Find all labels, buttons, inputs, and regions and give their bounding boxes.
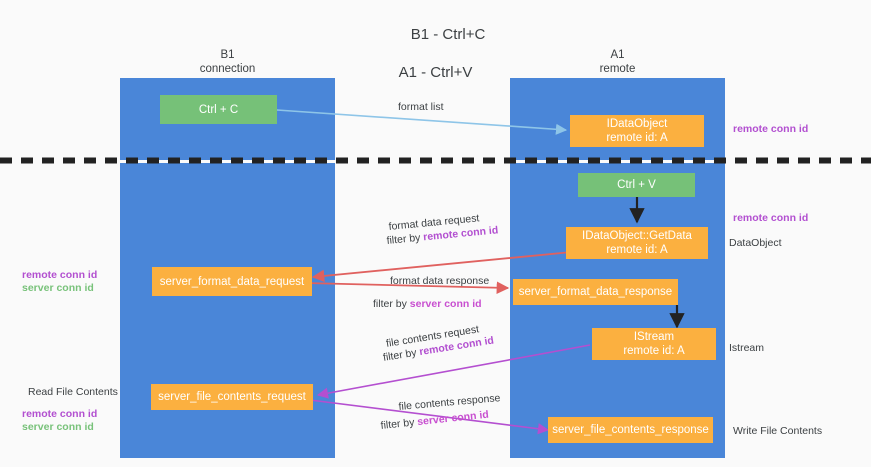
- page-title: B1 - Ctrl+C A1 - Ctrl+V: [0, 6, 871, 120]
- column-header-b1: B1 connection: [120, 48, 335, 76]
- node-idataobject-getdata-label: IDataObject::GetData: [582, 230, 692, 242]
- edge-file-contents-request: [316, 344, 591, 399]
- annotation-left-read-file-contents: Read File Contents: [28, 386, 118, 398]
- node-idataobject-label: IDataObject: [606, 118, 668, 130]
- node-server-file-contents-response-label: server_file_contents_response: [552, 424, 709, 436]
- edge-format-data-request: [311, 251, 573, 283]
- lane-a1-bottom: [510, 163, 725, 458]
- edge-label-format-data-response-text: format data response: [390, 275, 490, 287]
- filter-prefix: filter by: [373, 298, 410, 310]
- edge-label-file-contents-response-filter: filter by server conn id: [380, 408, 489, 433]
- node-server-format-data-response[interactable]: server_format_data_response: [513, 279, 678, 305]
- filter-key-server-conn-id: server conn id: [409, 298, 482, 310]
- annotation-left-server-conn-id-2: server conn id: [22, 421, 94, 433]
- title-line-1: B1 - Ctrl+C: [410, 26, 486, 43]
- filter-key-server-conn-id: server conn id: [416, 408, 490, 429]
- node-ctrl-c-label: Ctrl + C: [198, 103, 239, 116]
- node-server-file-contents-request-label: server_file_contents_request: [158, 391, 306, 403]
- column-header-a1: A1 remote: [510, 48, 725, 76]
- annotation-right-remote-conn-id-1: remote conn id: [733, 123, 809, 135]
- edge-label-format-data-response-filter: filter by server conn id: [373, 297, 482, 311]
- node-ctrl-v[interactable]: Ctrl + V: [578, 173, 695, 197]
- annotation-right-istream: Istream: [729, 342, 765, 354]
- node-idataobject-getdata-sublabel: remote id: A: [606, 244, 668, 256]
- annotation-left-remote-conn-id-2: remote conn id: [22, 408, 98, 420]
- annotation-left-server-conn-id-1: server conn id: [22, 282, 94, 294]
- node-istream-label: IStream: [633, 331, 675, 343]
- edge-label-format-list-text: format list: [398, 101, 444, 113]
- annotation-right-remote-conn-id-2: remote conn id: [733, 212, 809, 224]
- node-istream[interactable]: IStream remote id: A: [592, 328, 716, 360]
- filter-prefix: filter by: [386, 231, 424, 247]
- annotation-right-dataobject: DataObject: [729, 237, 782, 249]
- edge-label-format-list: format list: [398, 100, 444, 114]
- column-header-a1-name: A1: [610, 49, 625, 61]
- node-server-format-data-response-label: server_format_data_response: [518, 286, 673, 298]
- node-server-format-data-request-label: server_format_data_request: [159, 275, 305, 288]
- edge-label-format-data-response: format data response: [390, 274, 489, 288]
- node-server-file-contents-request[interactable]: server_file_contents_request: [151, 384, 313, 410]
- title-line-2: A1 - Ctrl+V: [398, 64, 473, 81]
- edge-file-contents-response: [309, 399, 550, 435]
- node-ctrl-v-label: Ctrl + V: [617, 179, 656, 191]
- filter-prefix: filter by: [380, 416, 418, 432]
- node-idataobject-getdata[interactable]: IDataObject::GetData remote id: A: [566, 227, 708, 259]
- node-idataobject[interactable]: IDataObject remote id: A: [570, 115, 704, 147]
- edge-format-data-response: [304, 281, 510, 295]
- node-server-file-contents-response[interactable]: server_file_contents_response: [548, 417, 713, 443]
- node-idataobject-sublabel: remote id: A: [606, 132, 668, 144]
- node-ctrl-c[interactable]: Ctrl + C: [160, 95, 277, 124]
- annotation-left-remote-conn-id-1: remote conn id: [22, 269, 98, 281]
- node-server-format-data-request[interactable]: server_format_data_request: [152, 267, 312, 296]
- column-header-a1-sub: remote: [599, 63, 636, 75]
- column-header-b1-sub: connection: [199, 63, 256, 75]
- column-header-b1-name: B1: [220, 49, 235, 61]
- edge-format-list: [276, 109, 568, 135]
- annotation-right-write-file-contents: Write File Contents: [733, 425, 823, 437]
- node-istream-sublabel: remote id: A: [623, 345, 685, 357]
